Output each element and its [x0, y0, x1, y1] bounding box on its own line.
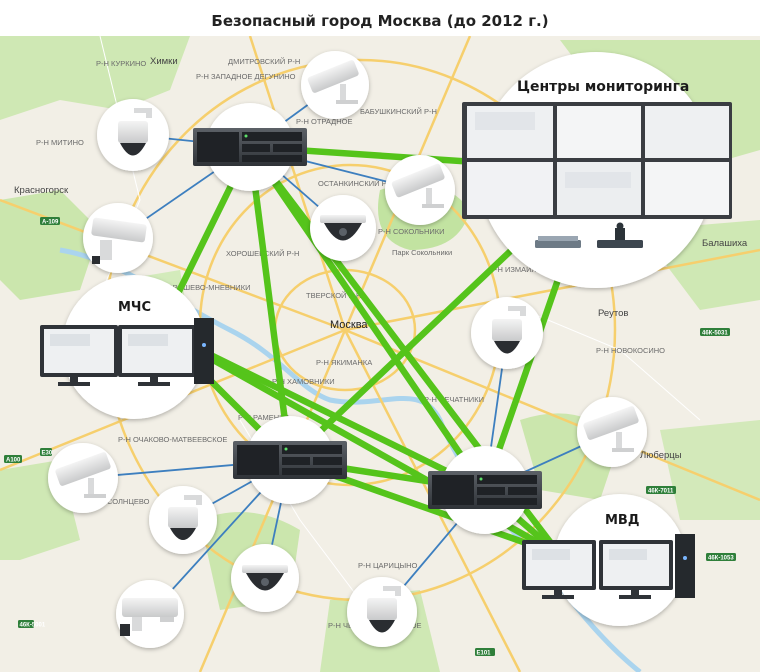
camera-node: [116, 580, 184, 648]
svg-text:Парк Сокольники: Парк Сокольники: [392, 248, 452, 257]
video-wall: [462, 102, 732, 219]
mvd-node: МВД: [522, 494, 695, 626]
svg-text:Р-Н МИТИНО: Р-Н МИТИНО: [36, 138, 84, 147]
camera-node: [149, 486, 217, 554]
mchs-label: МЧС: [118, 300, 151, 315]
svg-text:Р-Н ОЧАКОВО-МАТВЕЕВСКОЕ: Р-Н ОЧАКОВО-МАТВЕЕВСКОЕ: [118, 435, 227, 444]
svg-text:ХОРОШЕВО-МНЕВНИКИ: ХОРОШЕВО-МНЕВНИКИ: [162, 283, 250, 292]
svg-text:Р-Н ПЕЧАТНИКИ: Р-Н ПЕЧАТНИКИ: [424, 395, 484, 404]
workstation-monitors-icon: [522, 534, 695, 599]
svg-text:Р-Н СОЛНЦЕВО: Р-Н СОЛНЦЕВО: [92, 497, 150, 506]
ptz-camera-icon: [492, 306, 526, 354]
bullet-camera-icon: [583, 406, 639, 452]
map-city: Химки: [150, 56, 178, 67]
svg-text:Р-Н ЦАРИЦЫНО: Р-Н ЦАРИЦЫНО: [358, 561, 418, 570]
ptz-camera-icon: [367, 586, 401, 633]
monitoring-center-label: Центры мониторинга: [517, 79, 689, 95]
svg-text:ДМИТРОВСКИЙ Р-Н: ДМИТРОВСКИЙ Р-Н: [228, 57, 300, 66]
bullet-camera-icon: [55, 452, 111, 498]
bullet-camera-icon: [307, 60, 359, 104]
road-badge: 46К-1053: [708, 556, 734, 562]
camera-node: [310, 195, 376, 261]
map-city: Красногорск: [14, 185, 69, 196]
svg-text:Р-Н ЯКИМАНКА: Р-Н ЯКИМАНКА: [316, 358, 372, 367]
bullet-camera-icon: [91, 217, 147, 264]
svg-text:Р-Н ИЗМАЙЛОВО: Р-Н ИЗМАЙЛОВО: [490, 265, 553, 274]
monitoring-center-node: Центры мониторинга: [462, 52, 732, 288]
bullet-camera-icon: [391, 163, 445, 208]
svg-text:Р-Н ХАМОВНИКИ: Р-Н ХАМОВНИКИ: [272, 377, 335, 386]
server-rack-icon: [428, 471, 542, 509]
road-badge: Е101: [477, 651, 492, 657]
svg-text:ТВЕРСКОЙ Р-Н: ТВЕРСКОЙ Р-Н: [306, 291, 361, 300]
svg-text:БАБУШКИНСКИЙ Р-Н: БАБУШКИНСКИЙ Р-Н: [360, 107, 437, 116]
road-badge: А100: [6, 458, 21, 464]
mchs-node: МЧС: [40, 275, 214, 419]
road-badge: 46К-5031: [702, 331, 728, 337]
server-rack-icon: [193, 128, 307, 166]
keyboard-icon: [535, 236, 581, 248]
svg-text:Р-Н ОТРАДНОЕ: Р-Н ОТРАДНОЕ: [296, 117, 353, 126]
network-map: Химки Красногорск Реутов Балашиха Люберц…: [0, 36, 760, 672]
mvd-label: МВД: [605, 513, 639, 528]
camera-node: [471, 297, 543, 369]
map-city: Балашиха: [702, 238, 748, 249]
map-city-center: Москва: [330, 319, 368, 331]
camera-node: [83, 203, 153, 273]
dome-camera-icon: [320, 215, 366, 241]
svg-text:Р-Н РАМЕНКИ: Р-Н РАМЕНКИ: [238, 413, 289, 422]
svg-text:ОСТАНКИНСКИЙ Р-Н: ОСТАНКИНСКИЙ Р-Н: [318, 179, 395, 188]
road-badge: Е30: [42, 451, 53, 457]
dome-camera-icon: [242, 565, 288, 591]
road-badge: А-109: [42, 220, 59, 226]
svg-text:Р-Н ЗАПАДНОЕ ДЕГУНИНО: Р-Н ЗАПАДНОЕ ДЕГУНИНО: [196, 72, 296, 81]
workstation-monitors-icon: [40, 318, 214, 386]
svg-text:Р-Н СОКОЛЬНИКИ: Р-Н СОКОЛЬНИКИ: [378, 227, 445, 236]
camera-node: [577, 397, 647, 467]
server-node: [193, 103, 307, 191]
map-city: Люберцы: [640, 450, 682, 461]
camera-node: [301, 51, 369, 119]
camera-node: [97, 99, 169, 171]
map-city: Реутов: [598, 308, 628, 319]
joystick-icon: [597, 222, 643, 248]
ptz-camera-icon: [118, 108, 152, 156]
server-node: [428, 446, 542, 534]
server-rack-icon: [233, 441, 347, 479]
camera-node: [385, 155, 455, 225]
road-badge: 46К-5001: [20, 623, 46, 629]
map-labels: Химки Красногорск Реутов Балашиха Люберц…: [4, 56, 748, 657]
svg-text:Р-Н КУРКИНО: Р-Н КУРКИНО: [96, 59, 146, 68]
road-badge: 46К-7011: [648, 489, 674, 495]
page-title: Безопасный город Москва (до 2012 г.): [211, 12, 549, 30]
camera-node: [347, 577, 417, 647]
camera-node: [231, 544, 299, 612]
camera-node: [48, 443, 118, 513]
bullet-camera-icon: [120, 598, 178, 636]
ptz-camera-icon: [168, 495, 202, 540]
server-node: [233, 416, 347, 504]
svg-text:Р-Н НОВОКОСИНО: Р-Н НОВОКОСИНО: [596, 346, 665, 355]
